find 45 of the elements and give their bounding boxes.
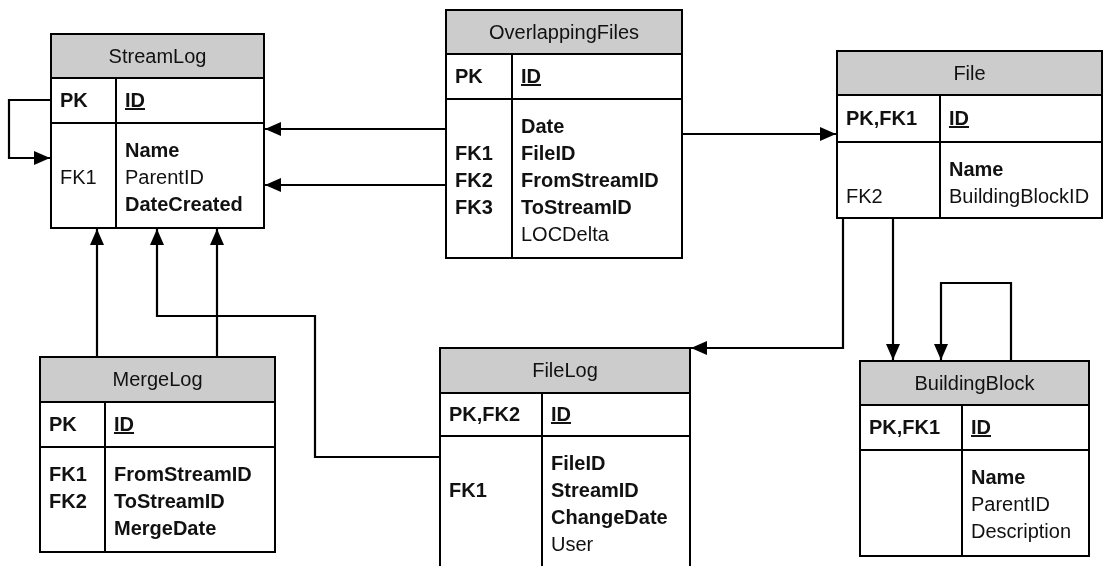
table-name: StreamLog <box>52 35 263 79</box>
primary-key-marker: PK <box>455 64 483 89</box>
entity-table <box>439 347 691 566</box>
field-list: Name ParentID DateCreated <box>125 137 243 218</box>
foreign-key-markers: FK1 <box>449 478 487 503</box>
table-name: File <box>838 52 1101 96</box>
table-name: BuildingBlock <box>861 362 1088 406</box>
field-list: Name ParentID Description <box>971 464 1072 545</box>
foreign-key-markers: FK1 FK2 <box>49 462 87 514</box>
field-list: Date FileID FromStreamID ToStreamID LOCDelta <box>521 113 659 248</box>
relationship-arrow <box>265 122 445 136</box>
relationship-arrow <box>90 229 104 356</box>
entity-table <box>836 50 1103 219</box>
entity-table <box>445 9 683 259</box>
relationship-arrow <box>691 219 845 355</box>
relationship-arrow <box>683 127 836 141</box>
relationship-arrow <box>210 229 224 356</box>
entity-table <box>859 360 1090 557</box>
primary-key-field: ID <box>521 55 541 98</box>
table-name: FileLog <box>441 349 689 394</box>
entity-table <box>39 356 276 553</box>
primary-key-marker: PK <box>60 88 88 113</box>
primary-key-marker: PK,FK1 <box>869 415 941 440</box>
primary-key-field: ID <box>114 403 134 446</box>
primary-key-field: ID <box>125 79 145 122</box>
relationship-arrow <box>934 281 1013 360</box>
foreign-key-markers: FK1 FK2 FK3 <box>455 141 493 220</box>
table-name: MergeLog <box>41 358 274 403</box>
field-list: FromStreamID ToStreamID MergeDate <box>114 461 252 542</box>
table-name: OverlappingFiles <box>447 11 681 55</box>
primary-key-field: ID <box>971 406 991 449</box>
entity-table <box>50 33 265 229</box>
foreign-key-markers: FK1 <box>60 165 97 190</box>
foreign-key-markers: FK2 <box>846 184 883 209</box>
field-list: FileID StreamID ChangeDate User <box>551 450 668 558</box>
primary-key-marker: PK <box>49 412 77 437</box>
relationship-arrow <box>886 219 900 360</box>
relationship-arrow <box>7 98 50 165</box>
relationship-arrow <box>265 178 445 192</box>
field-list: Name BuildingBlockID <box>949 156 1090 210</box>
primary-key-marker: PK,FK1 <box>846 106 918 131</box>
primary-key-field: ID <box>551 394 571 435</box>
primary-key-marker: PK,FK2 <box>449 402 521 427</box>
relationship-arrow <box>150 229 439 459</box>
primary-key-field: ID <box>949 96 969 141</box>
